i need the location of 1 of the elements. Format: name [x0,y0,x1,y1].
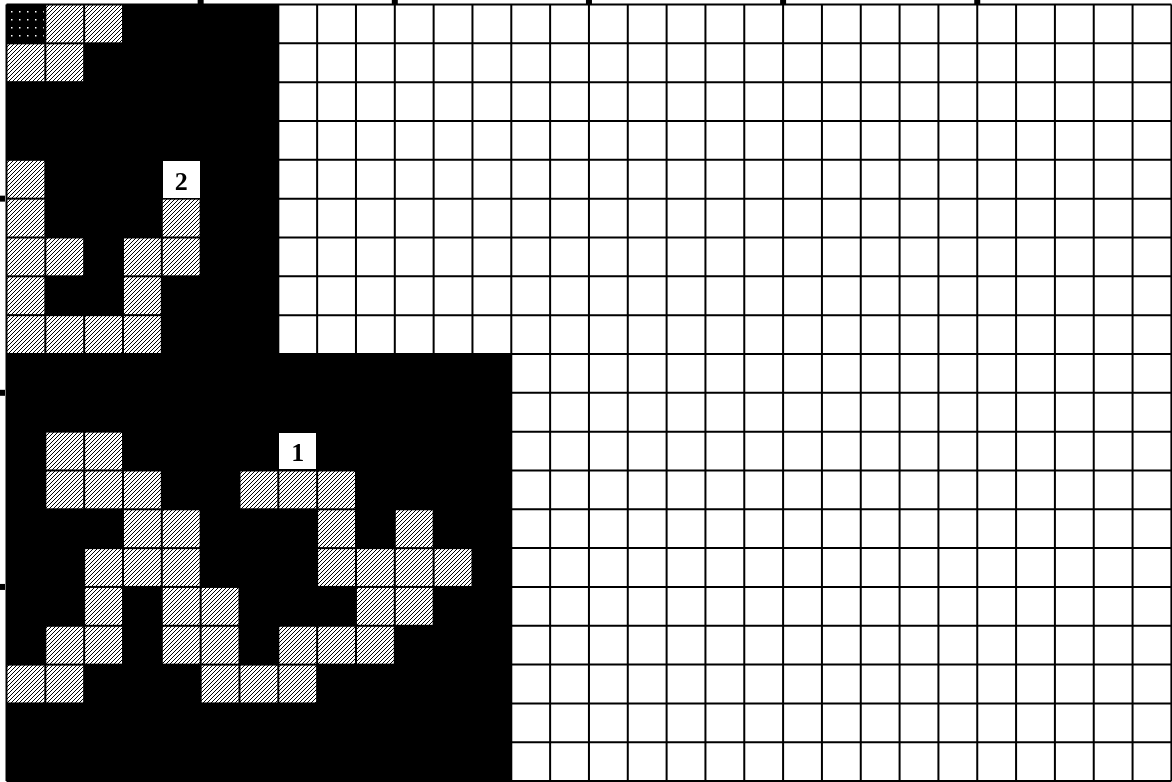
callout-number: 1 [279,432,317,470]
